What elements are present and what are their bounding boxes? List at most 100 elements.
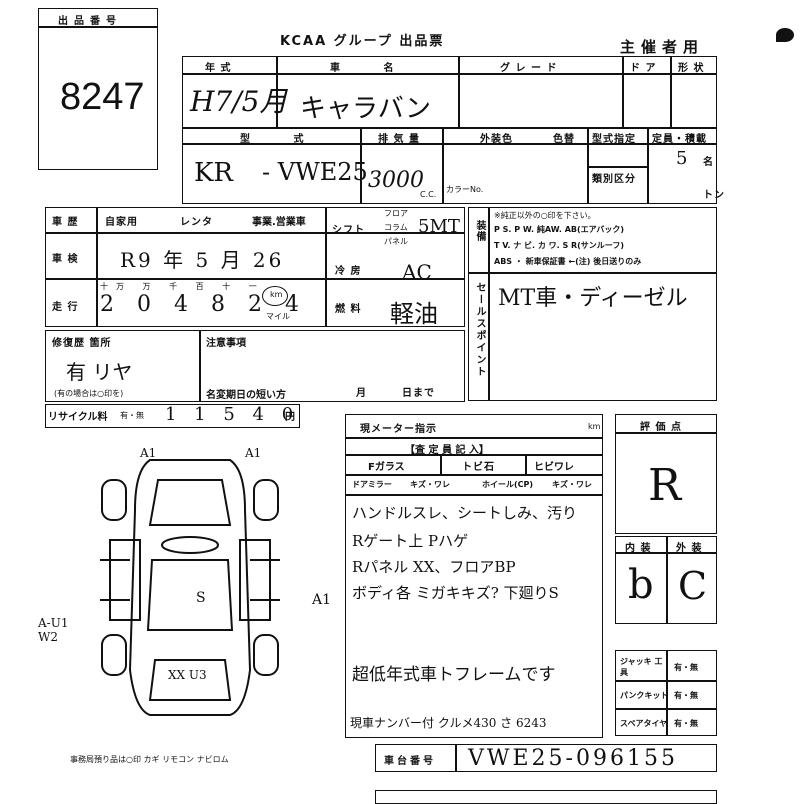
mark-a1-side: A1 bbox=[312, 592, 332, 608]
inspector-box bbox=[345, 438, 603, 738]
designation-label: 型式指定 bbox=[592, 134, 636, 145]
fuel-label: 燃 料 bbox=[335, 304, 362, 315]
spare-option[interactable]: 有・無 bbox=[674, 719, 698, 728]
type-value-2: - VWE25 bbox=[262, 158, 368, 186]
selling-points-box bbox=[468, 273, 717, 401]
private-use[interactable]: 自家用 bbox=[105, 217, 138, 228]
recycle-box bbox=[45, 404, 300, 428]
comment-4: ボディ各 ミガキキズ? 下廻りS bbox=[352, 584, 559, 602]
exterior-label: 外 装 bbox=[676, 543, 703, 554]
recycle-value: 1 1 5 4 0 bbox=[165, 404, 300, 425]
chassis-box bbox=[375, 744, 717, 772]
notes-box bbox=[200, 330, 465, 402]
inspection-label: 車 検 bbox=[52, 254, 79, 265]
row1-box bbox=[182, 56, 717, 128]
grade-label: グ レ ー ド bbox=[500, 63, 558, 74]
shape-label: 形 状 bbox=[678, 63, 705, 74]
form-title: KCAA グループ 出品票 bbox=[280, 34, 445, 49]
recycle-label: リサイクル料 bbox=[48, 412, 108, 423]
comment-3: Rパネル XX、フロアBP bbox=[352, 558, 516, 576]
repair-box bbox=[45, 330, 200, 402]
comment-2: Rゲート上 Pハゲ bbox=[352, 532, 469, 550]
chassis-label: 車台番号 bbox=[384, 756, 436, 767]
color-no-label: カラーNo. bbox=[446, 185, 484, 194]
mark-a1-left: A1 bbox=[140, 446, 157, 460]
meter-label: 現メーター指示 bbox=[360, 424, 437, 435]
evaluation-label: 評 価 点 bbox=[640, 422, 682, 433]
ton-unit: トン bbox=[703, 190, 725, 201]
door-mirror[interactable]: ドアミラー bbox=[352, 480, 392, 489]
comment-6: 現車ナンバー付 クルメ430 さ 6243 bbox=[350, 716, 547, 730]
meter-unit: km bbox=[588, 422, 601, 431]
capacity-value: 5 bbox=[676, 148, 688, 169]
spare-label: スペアタイヤ bbox=[620, 719, 668, 728]
equipment-line2[interactable]: T V. ナ ビ. カ ワ. S R(サンルーフ) bbox=[494, 241, 624, 250]
lot-number-label: 出品番号 bbox=[58, 16, 122, 27]
chassis-value: VWE25-096155 bbox=[468, 746, 678, 771]
capacity-unit: 名 bbox=[703, 157, 714, 168]
shift-panel[interactable]: パネル bbox=[384, 237, 408, 246]
lot-number: 8247 bbox=[60, 76, 145, 118]
jack-label: ジャッキ 工具 bbox=[620, 657, 663, 677]
mile-label: マイル bbox=[266, 312, 290, 321]
shift-label: シフト bbox=[332, 225, 365, 236]
chip[interactable]: トビ石 bbox=[462, 462, 495, 473]
deadline-label: 名変期日の短い方 bbox=[206, 390, 286, 401]
mark-left-side: A-U1 W2 bbox=[38, 616, 69, 644]
mark-rear: XX U3 bbox=[168, 668, 207, 682]
equipment-note: ※純正以外の○印を下さい。 bbox=[494, 211, 596, 220]
displacement-value: 3000 bbox=[368, 168, 424, 193]
capacity-label: 定員・積載 bbox=[652, 134, 707, 145]
type-value-1: KR bbox=[194, 158, 233, 188]
interior-value: b bbox=[628, 562, 654, 608]
wheel-opt[interactable]: キズ・ワレ bbox=[552, 480, 592, 489]
mark-s: S bbox=[196, 590, 206, 606]
inspector-label: 【査 定 員 記 入】 bbox=[405, 445, 489, 456]
equipment-label: 装備 bbox=[474, 220, 485, 242]
selling-points-label: セールスポイント bbox=[474, 282, 485, 378]
meter-box bbox=[345, 414, 603, 438]
lot-number-box bbox=[38, 8, 158, 170]
mileage-label: 走 行 bbox=[52, 302, 79, 313]
recycle-flag[interactable]: 有・無 bbox=[120, 411, 144, 420]
name-label: 車 名 bbox=[330, 63, 414, 74]
deadline-day: 日まで bbox=[402, 388, 435, 399]
crack[interactable]: ヒビワレ bbox=[534, 462, 574, 473]
name-value: キャラバン bbox=[300, 94, 432, 124]
organizer-label: 主催者用 bbox=[620, 38, 705, 56]
ac-label: 冷 房 bbox=[335, 266, 362, 277]
mileage-units: 十万 万 千 百 十 一 bbox=[100, 282, 265, 291]
recycle-yen: 円 bbox=[285, 412, 296, 423]
door-mirror-opt[interactable]: キズ・ワレ bbox=[410, 480, 450, 489]
equipment-line1[interactable]: P S. P W. 純AW. AB(エアバック) bbox=[494, 225, 624, 234]
f-glass[interactable]: Fガラス bbox=[368, 462, 405, 473]
km-circle bbox=[262, 286, 288, 306]
cc-label: C.C. bbox=[420, 190, 437, 199]
evaluation-box bbox=[615, 414, 717, 534]
shift-column[interactable]: コラム bbox=[384, 223, 408, 232]
rental-use[interactable]: レンタ bbox=[180, 217, 213, 228]
mark-a1-right: A1 bbox=[245, 446, 262, 460]
puncture-option[interactable]: 有・無 bbox=[674, 691, 698, 700]
repair-note: (有の場合は○印を) bbox=[54, 389, 124, 398]
year-label: 年 式 bbox=[205, 63, 232, 74]
business-use[interactable]: 事業.営業車 bbox=[252, 217, 306, 228]
comment-5: 超低年式車トフレームです bbox=[352, 665, 556, 685]
interior-label: 内 装 bbox=[625, 543, 652, 554]
office-items: 事務局預り品は○印 カギ リモコン ナビロム bbox=[70, 755, 229, 764]
selling-points-value: MT車・ディーゼル bbox=[498, 286, 688, 311]
equipment-line3[interactable]: ABS ・ 新車保証書 ←(注) 後日送りのみ bbox=[494, 257, 642, 266]
displacement-label: 排 気 量 bbox=[378, 134, 420, 145]
history-box bbox=[45, 207, 465, 327]
shift-floor[interactable]: フロア bbox=[384, 209, 408, 218]
year-value: H7/5月 bbox=[190, 85, 288, 118]
wheel[interactable]: ホイール(CP) bbox=[482, 480, 534, 489]
comment-1: ハンドルスレ、シートしみ、汚り bbox=[352, 504, 578, 522]
equipment-box bbox=[468, 207, 717, 273]
car-diagram bbox=[100, 459, 280, 716]
jack-option[interactable]: 有・無 bbox=[674, 663, 698, 672]
deadline-month: 月 bbox=[356, 388, 367, 399]
color-change-label: 色替 bbox=[553, 134, 575, 145]
history-label: 車 歴 bbox=[52, 217, 79, 228]
inspection-value: R9 年 5 月 26 bbox=[120, 248, 285, 272]
